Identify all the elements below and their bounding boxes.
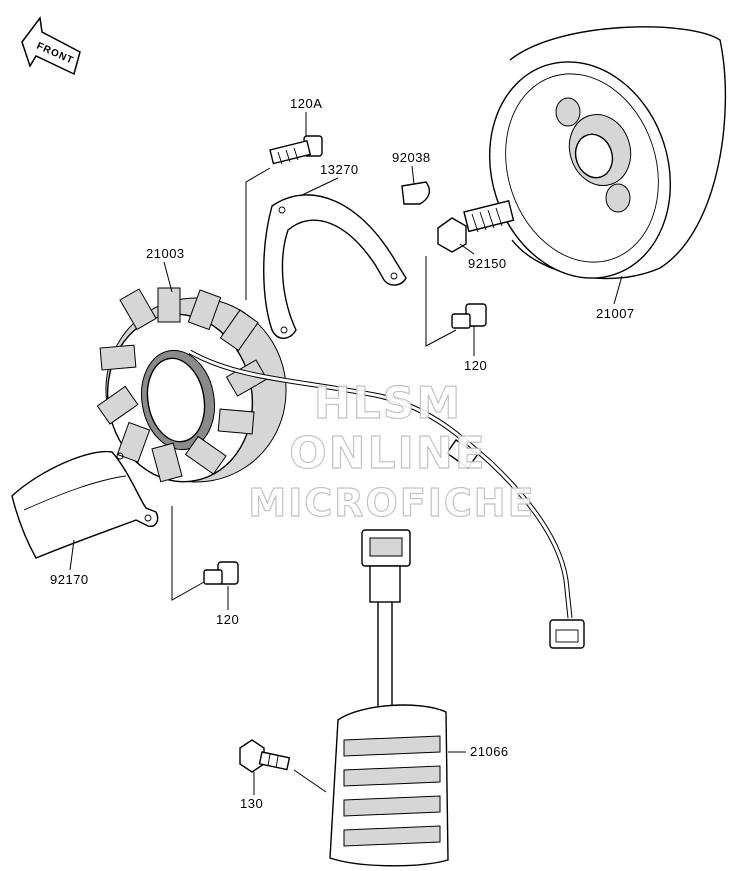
label-21007: 21007 <box>596 306 635 321</box>
label-120a: 120A <box>290 96 322 111</box>
label-92038: 92038 <box>392 150 431 165</box>
stator-assembly[interactable] <box>91 284 585 649</box>
leader-lines <box>69 112 623 795</box>
label-120-upper: 120 <box>464 358 487 373</box>
label-13270: 13270 <box>320 162 359 177</box>
watermark-line1: HLSM <box>314 378 462 429</box>
label-21066: 21066 <box>470 744 509 759</box>
stator-coils <box>96 287 268 483</box>
bolt-120a[interactable] <box>269 135 323 165</box>
wire-cover[interactable] <box>11 450 159 559</box>
bolt-120-upper[interactable] <box>451 303 487 329</box>
watermark-line2: ONLINE <box>289 428 487 479</box>
label-130: 130 <box>240 796 263 811</box>
watermark-line3: MICROFICHE <box>248 481 535 525</box>
regulator-rectifier[interactable] <box>329 529 449 867</box>
label-21003: 21003 <box>146 246 185 261</box>
bolt-120-lower[interactable] <box>203 561 239 585</box>
rotor-flywheel[interactable] <box>462 26 727 302</box>
label-120-lower: 120 <box>216 612 239 627</box>
label-92150: 92150 <box>468 256 507 271</box>
woodruff-key[interactable] <box>401 181 431 205</box>
front-arrow-icon: FRONT <box>21 16 81 76</box>
watermark: HLSM ONLINE MICROFICHE <box>248 377 535 525</box>
flywheel-bolt[interactable] <box>437 200 515 253</box>
label-92170: 92170 <box>50 572 89 587</box>
bolt-130[interactable] <box>239 739 291 773</box>
retaining-plate[interactable] <box>263 194 407 339</box>
